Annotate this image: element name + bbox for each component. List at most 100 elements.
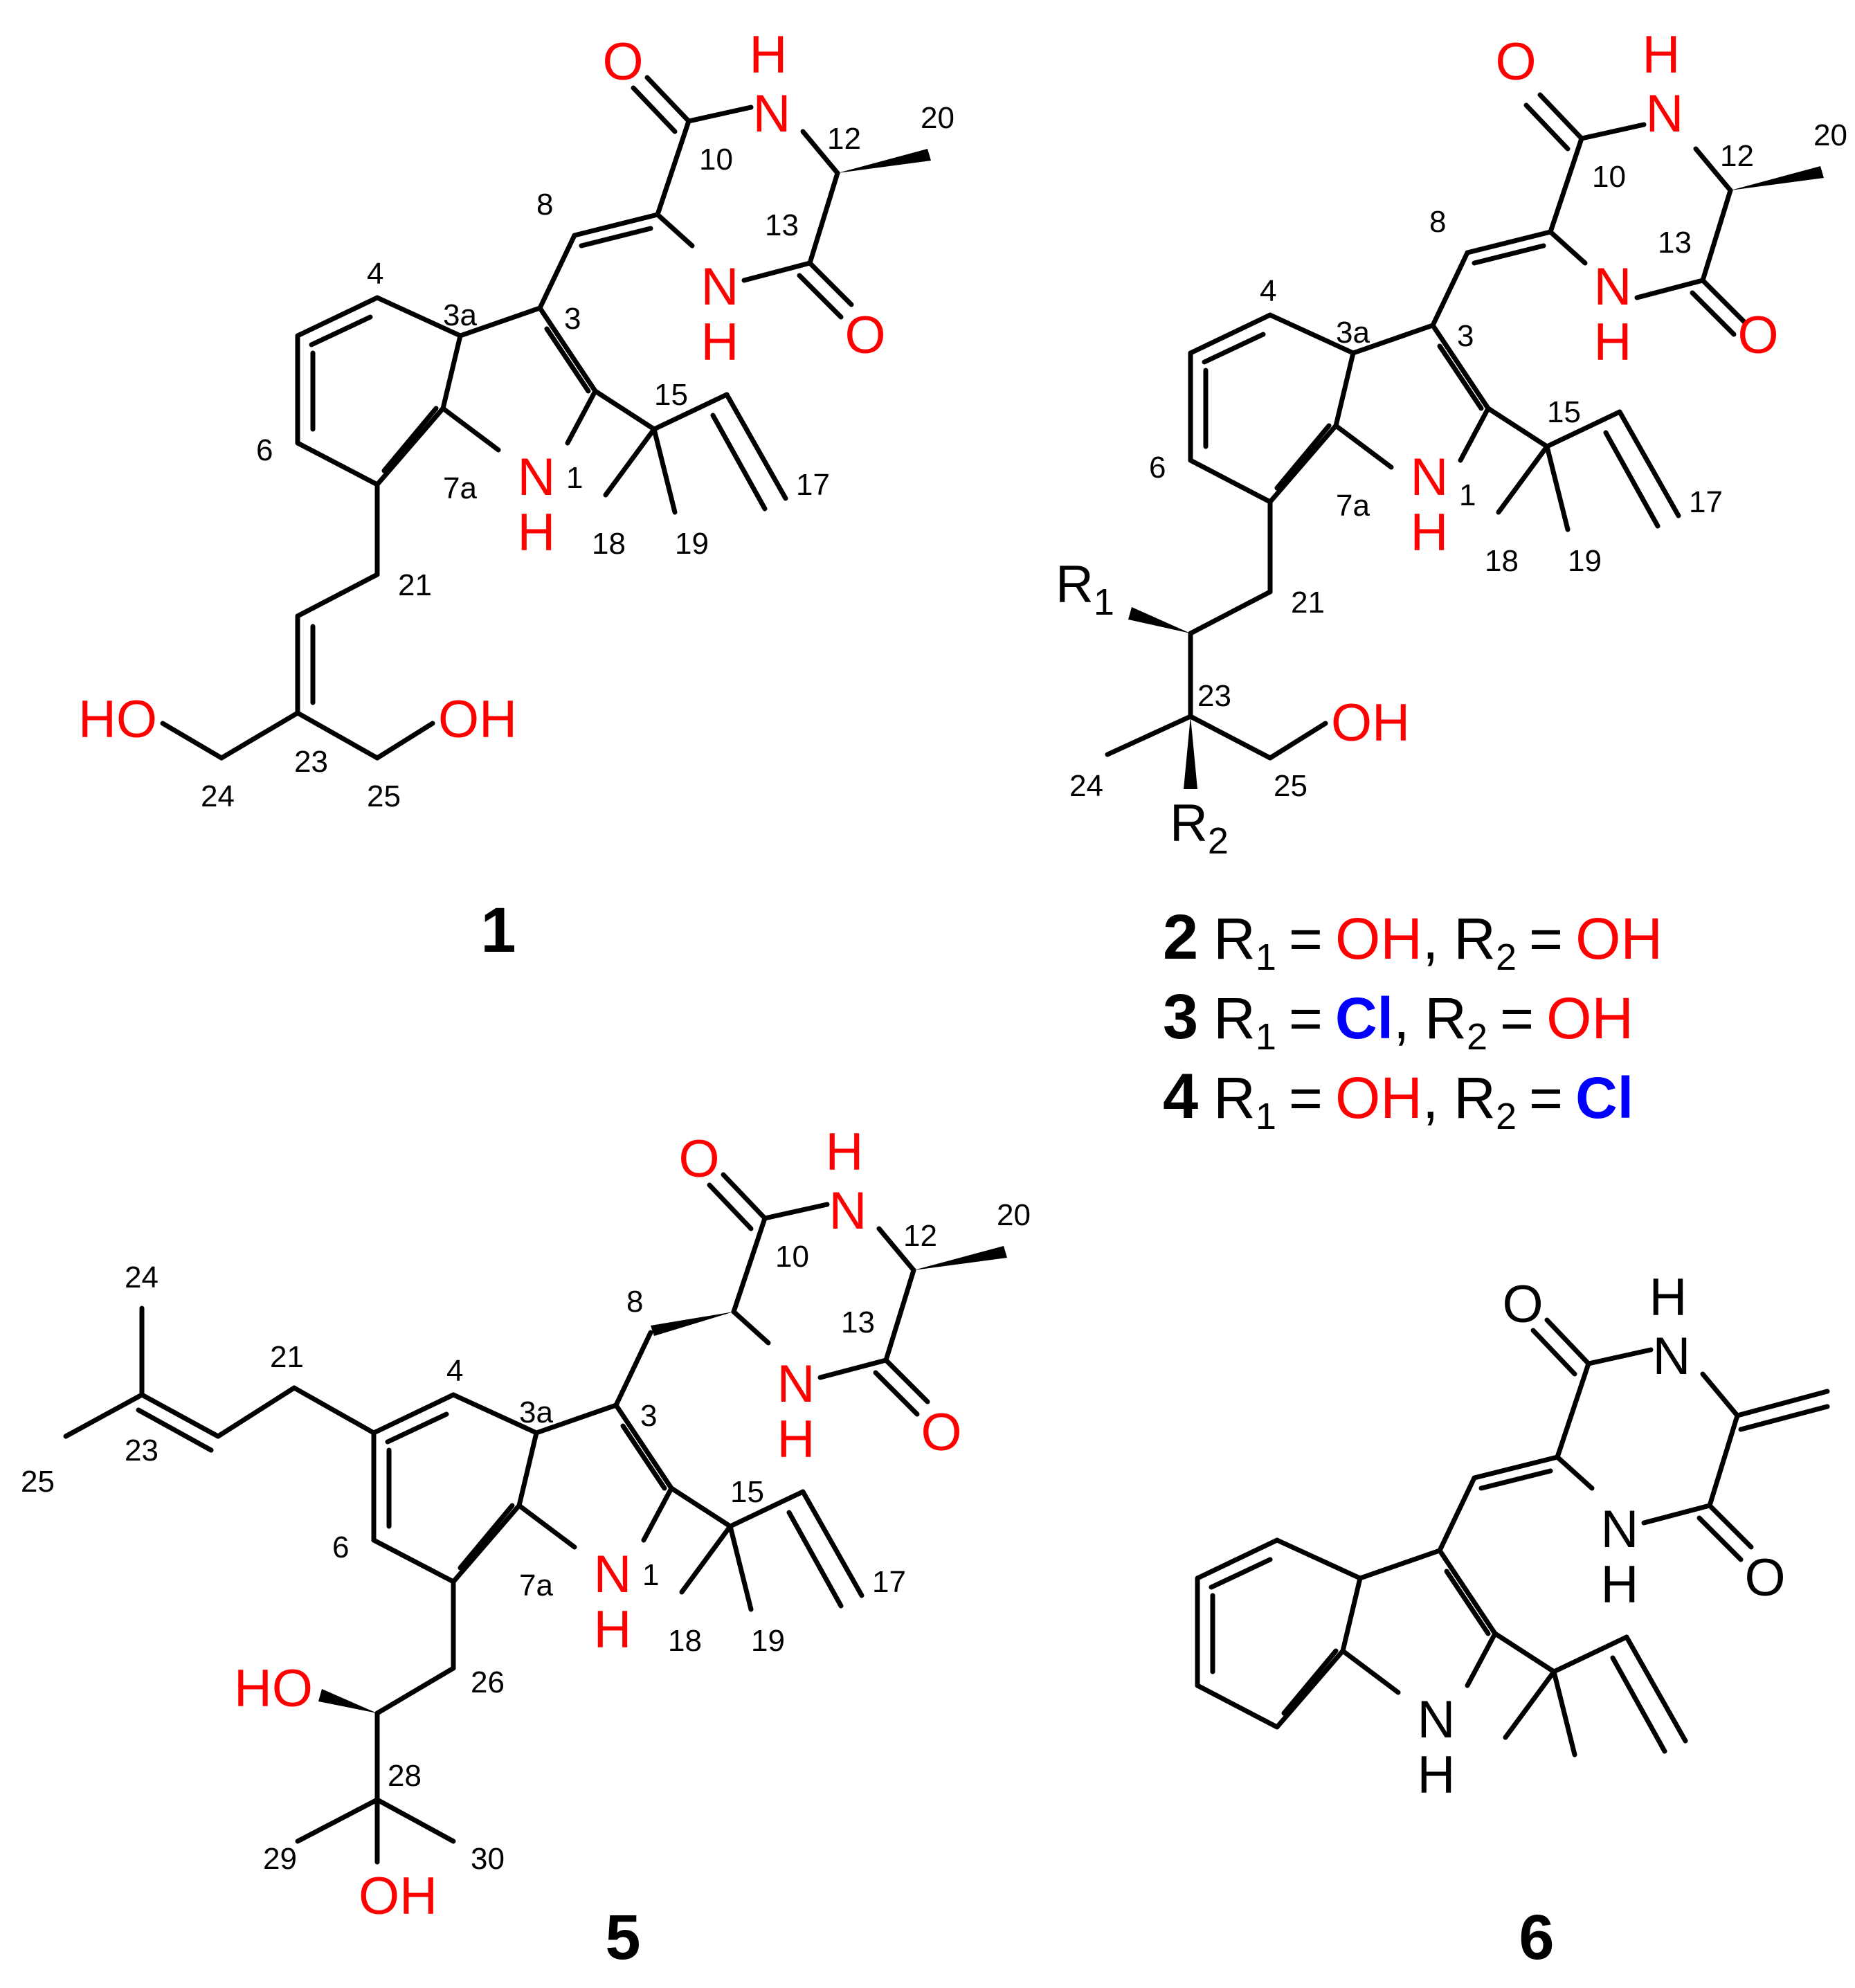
- s1-num-20: 20: [921, 101, 954, 135]
- s2-num-7a: 7a: [1336, 489, 1370, 523]
- s1-n14: N: [701, 257, 739, 316]
- s2-num-23: 23: [1197, 679, 1231, 713]
- s2-num-4: 4: [1260, 274, 1276, 308]
- s1-n11: N: [753, 84, 791, 143]
- s6-h14: H: [1601, 1555, 1639, 1614]
- s1-num-19: 19: [675, 527, 709, 561]
- s2-num-12: 12: [1720, 139, 1754, 173]
- s5-num-12: 12: [903, 1219, 937, 1253]
- s5-num-20: 20: [997, 1198, 1031, 1232]
- s5-num-8: 8: [626, 1285, 643, 1319]
- s5-num-17: 17: [872, 1565, 906, 1599]
- s5-num-6: 6: [332, 1530, 349, 1564]
- s5-num-25: 25: [21, 1465, 55, 1499]
- s5-num-15: 15: [730, 1475, 764, 1509]
- s6-h11: H: [1649, 1268, 1687, 1327]
- s5-num-10: 10: [775, 1240, 809, 1274]
- s5-h1: H: [594, 1600, 632, 1659]
- s2-o10: O: [1495, 33, 1536, 91]
- s2-h11: H: [1643, 26, 1681, 84]
- s5-num-24: 24: [125, 1260, 159, 1294]
- s2-num-19: 19: [1568, 544, 1602, 578]
- s5-num-3a: 3a: [519, 1395, 553, 1429]
- s2-n11: N: [1646, 84, 1684, 143]
- s5-num-28: 28: [388, 1759, 422, 1793]
- s6-n11: N: [1653, 1327, 1691, 1386]
- s5-num-26: 26: [471, 1665, 505, 1699]
- s2-num-8: 8: [1429, 205, 1446, 239]
- s2-n14: N: [1594, 257, 1632, 316]
- s6-o13: O: [1744, 1548, 1785, 1607]
- s5-h11: H: [826, 1123, 864, 1182]
- s2-num-3a: 3a: [1336, 316, 1370, 350]
- s5-num-13: 13: [841, 1305, 875, 1339]
- compound-label-6: 6: [1519, 1902, 1554, 1973]
- s2-num-1: 1: [1459, 478, 1476, 512]
- s5-num-18: 18: [668, 1624, 702, 1658]
- s1-h1: H: [518, 503, 556, 562]
- s1-num-3: 3: [564, 302, 581, 336]
- s1-num-8: 8: [536, 188, 553, 222]
- s1-ho24: HO: [78, 690, 157, 749]
- s1-num-23: 23: [294, 745, 328, 779]
- s1-num-4: 4: [367, 257, 383, 291]
- s2-num-6: 6: [1149, 451, 1166, 485]
- structure-2: O H N N H O N H OH R1 R2 20 12 10 8 13 4…: [1056, 26, 1847, 1137]
- s5-num-7a: 7a: [519, 1569, 553, 1602]
- s1-h11: H: [750, 26, 788, 84]
- s1-num-12: 12: [827, 122, 861, 156]
- s2-h1: H: [1411, 503, 1449, 562]
- s5-ho27: HO: [234, 1659, 313, 1718]
- s5-num-1: 1: [642, 1558, 659, 1592]
- s1-oh25: OH: [438, 690, 517, 749]
- structure-6: O H N N H O N H 6: [1195, 1268, 1830, 1973]
- s1-num-15: 15: [654, 378, 688, 412]
- s1-o13: O: [844, 306, 885, 365]
- s6-n1: N: [1418, 1690, 1456, 1749]
- s5-num-23: 23: [125, 1434, 159, 1467]
- structure-1: O H N N H O N H HO OH 20 12 10 8 13 4 3a…: [78, 26, 954, 966]
- s5-num-4: 4: [446, 1354, 463, 1388]
- s5-o13: O: [921, 1403, 961, 1462]
- s5-num-29: 29: [263, 1842, 297, 1876]
- s1-num-7a: 7a: [443, 471, 477, 505]
- s1-num-24: 24: [201, 779, 235, 813]
- s1-num-17: 17: [796, 468, 830, 502]
- s5-num-3: 3: [640, 1399, 657, 1433]
- s1-h14: H: [701, 313, 739, 372]
- s2-num-21: 21: [1291, 586, 1325, 620]
- s2-num-10: 10: [1592, 160, 1626, 194]
- s1-num-13: 13: [765, 208, 799, 242]
- s5-num-19: 19: [751, 1624, 785, 1658]
- s5-num-21: 21: [270, 1340, 304, 1374]
- compound-label-5: 5: [605, 1902, 640, 1973]
- s2-h14: H: [1594, 313, 1632, 372]
- s6-o10: O: [1502, 1275, 1543, 1334]
- s5-n1: N: [594, 1545, 632, 1604]
- compound-label-1: 1: [480, 895, 516, 966]
- s2-n1: N: [1411, 448, 1449, 507]
- s1-num-18: 18: [592, 527, 626, 561]
- s2-oh25: OH: [1331, 694, 1410, 752]
- s2-num-17: 17: [1689, 485, 1723, 519]
- s5-oh28: OH: [359, 1867, 437, 1926]
- s5-n11: N: [829, 1182, 867, 1240]
- s1-o10: O: [602, 33, 643, 91]
- s5-o10: O: [678, 1130, 719, 1189]
- s1-num-25: 25: [367, 779, 401, 813]
- s2-num-20: 20: [1813, 118, 1847, 152]
- s2-num-18: 18: [1485, 544, 1519, 578]
- s2-o13: O: [1737, 306, 1778, 365]
- s2-num-3: 3: [1457, 319, 1474, 353]
- s1-num-10: 10: [699, 143, 733, 177]
- s1-num-3a: 3a: [443, 298, 477, 332]
- s1-num-6: 6: [256, 433, 273, 467]
- structure-5: O H N N H O N H HO OH 24 21 20 12 10 8 1…: [21, 1123, 1031, 1973]
- s2-r1: R1: [1056, 555, 1114, 623]
- s2-num-24: 24: [1069, 769, 1103, 803]
